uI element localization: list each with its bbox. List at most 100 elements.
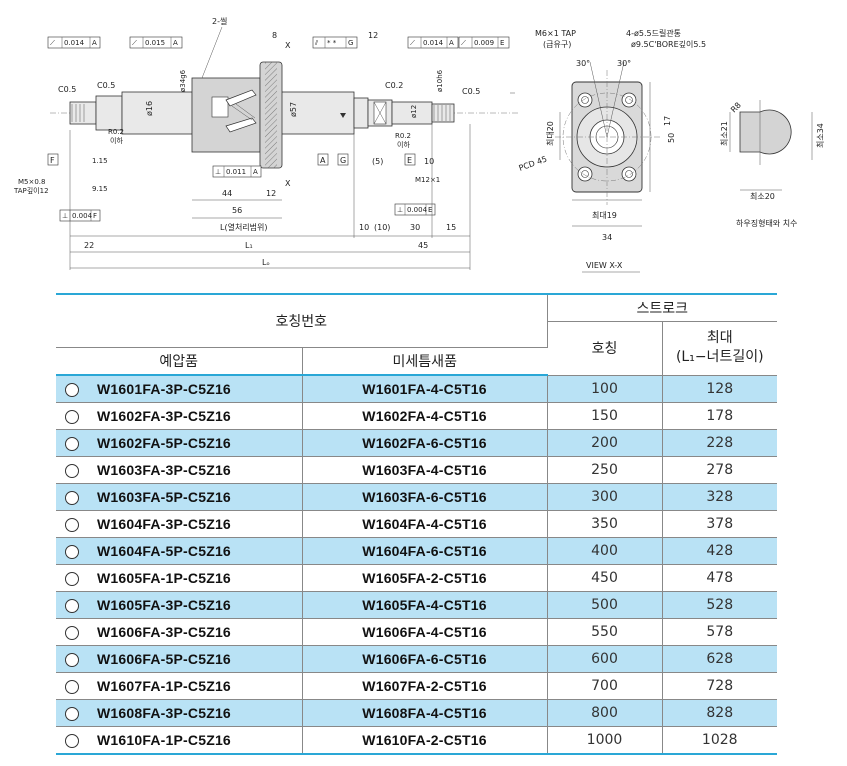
- header-max-label: 최대: [706, 330, 733, 347]
- svg-text:10: 10: [424, 157, 434, 166]
- stroke-max: 328: [662, 483, 777, 511]
- select-radio[interactable]: [65, 626, 79, 641]
- svg-text:⊥: ⊥: [62, 212, 68, 220]
- header-max: 최대 (L₁−너트길이): [662, 321, 777, 376]
- stroke-max: 728: [662, 672, 777, 700]
- svg-text:12: 12: [266, 189, 276, 198]
- stroke-nominal: 100: [547, 375, 663, 403]
- view-x-x: M6×1 TAP (급유구) 4-ø5.5드릴관통 ø9.5C'BORE깊이5.…: [518, 28, 706, 273]
- header-part-no: 호칭번호: [56, 294, 548, 348]
- preload-cell: W1606FA-3P-C5Z16: [56, 618, 303, 646]
- svg-text:최소21: 최소21: [719, 121, 729, 146]
- preload-part-no: W1604FA-5P-C5Z16: [97, 542, 231, 559]
- select-radio[interactable]: [65, 410, 79, 425]
- preload-cell: W1608FA-3P-C5Z16: [56, 699, 303, 727]
- stroke-max: 1028: [662, 726, 777, 755]
- svg-text:12: 12: [368, 31, 378, 40]
- select-radio[interactable]: [65, 437, 79, 452]
- select-radio[interactable]: [65, 545, 79, 560]
- svg-text:⫽: ⫽: [314, 39, 319, 47]
- select-radio[interactable]: [65, 653, 79, 668]
- stroke-max: 428: [662, 537, 777, 565]
- svg-text:A: A: [449, 39, 454, 47]
- preload-part-no: W1602FA-3P-C5Z16: [97, 407, 231, 424]
- svg-text:0.011: 0.011: [226, 168, 246, 176]
- svg-text:E: E: [428, 206, 432, 214]
- stroke-nominal: 150: [547, 402, 663, 430]
- svg-text:2-씰: 2-씰: [212, 16, 227, 26]
- svg-text:E: E: [500, 39, 504, 47]
- svg-text:(급유구): (급유구): [543, 40, 571, 49]
- select-radio[interactable]: [65, 383, 79, 398]
- svg-text:34: 34: [602, 233, 612, 242]
- backlash-part-no: W1601FA-4-C5T16: [302, 375, 548, 403]
- datum-boxes: A G E F: [47, 153, 416, 166]
- preload-cell: W1606FA-5P-C5Z16: [56, 645, 303, 673]
- svg-text:45: 45: [418, 241, 428, 250]
- select-radio[interactable]: [65, 572, 79, 587]
- svg-text:30°: 30°: [576, 59, 590, 68]
- preload-cell: W1604FA-5P-C5Z16: [56, 537, 303, 565]
- backlash-part-no: W1602FA-4-C5T16: [302, 402, 548, 430]
- stroke-max: 828: [662, 699, 777, 727]
- svg-text:TAP깊이12: TAP깊이12: [13, 186, 49, 195]
- select-radio[interactable]: [65, 680, 79, 695]
- preload-cell: W1607FA-1P-C5Z16: [56, 672, 303, 700]
- stroke-nominal: 450: [547, 564, 663, 592]
- select-radio[interactable]: [65, 491, 79, 506]
- svg-text:이하: 이하: [397, 140, 410, 149]
- preload-cell: W1610FA-1P-C5Z16: [56, 726, 303, 755]
- svg-text:C0.5: C0.5: [462, 87, 480, 96]
- svg-text:0.014: 0.014: [423, 39, 444, 47]
- svg-text:⟋: ⟋: [410, 39, 415, 47]
- select-radio[interactable]: [65, 464, 79, 479]
- tolerance-frames: ⟋ 0.014 A ⟋ 0.015 A ⫽ * * G ⟋ 0.014 A ⟋ …: [47, 36, 510, 222]
- stroke-nominal: 350: [547, 510, 663, 538]
- svg-text:F: F: [93, 212, 97, 220]
- preload-part-no: W1604FA-3P-C5Z16: [97, 515, 231, 532]
- svg-text:0.004: 0.004: [407, 206, 428, 214]
- preload-part-no: W1608FA-3P-C5Z16: [97, 704, 231, 721]
- technical-drawing: ⟋ 0.014 A ⟋ 0.015 A ⫽ * * G ⟋ 0.014 A ⟋ …: [13, 16, 825, 273]
- stroke-nominal: 250: [547, 456, 663, 484]
- svg-text:1.15: 1.15: [92, 157, 108, 165]
- svg-text:VIEW X-X: VIEW X-X: [586, 261, 623, 270]
- backlash-part-no: W1607FA-2-C5T16: [302, 672, 548, 700]
- select-radio[interactable]: [65, 734, 79, 749]
- svg-text:M12×1: M12×1: [415, 176, 440, 184]
- preload-cell: W1603FA-5P-C5Z16: [56, 483, 303, 511]
- svg-text:A: A: [173, 39, 178, 47]
- svg-text:0.009: 0.009: [474, 39, 494, 47]
- preload-part-no: W1602FA-5P-C5Z16: [97, 434, 231, 451]
- select-radio[interactable]: [65, 599, 79, 614]
- svg-text:8: 8: [272, 31, 277, 40]
- select-radio[interactable]: [65, 518, 79, 533]
- backlash-part-no: W1604FA-6-C5T16: [302, 537, 548, 565]
- stroke-max: 128: [662, 375, 777, 403]
- stroke-max: 378: [662, 510, 777, 538]
- preload-cell: W1605FA-3P-C5Z16: [56, 591, 303, 619]
- svg-text:최대20: 최대20: [545, 121, 555, 146]
- spec-table: 호칭번호 스트로크 호칭 최대 (L₁−너트길이) 예압품 미세틈새품 W160…: [56, 293, 777, 755]
- select-radio[interactable]: [65, 707, 79, 722]
- backlash-part-no: W1605FA-4-C5T16: [302, 591, 548, 619]
- dimension-labels: 2-씰 C0.5 C0.5 C0.2 C0.5 ø16 ø34g6 ø57 ø1…: [13, 16, 480, 267]
- backlash-part-no: W1603FA-6-C5T16: [302, 483, 548, 511]
- preload-part-no: W1605FA-1P-C5Z16: [97, 569, 231, 586]
- svg-text:X: X: [285, 179, 291, 188]
- header-nominal: 호칭: [547, 321, 663, 376]
